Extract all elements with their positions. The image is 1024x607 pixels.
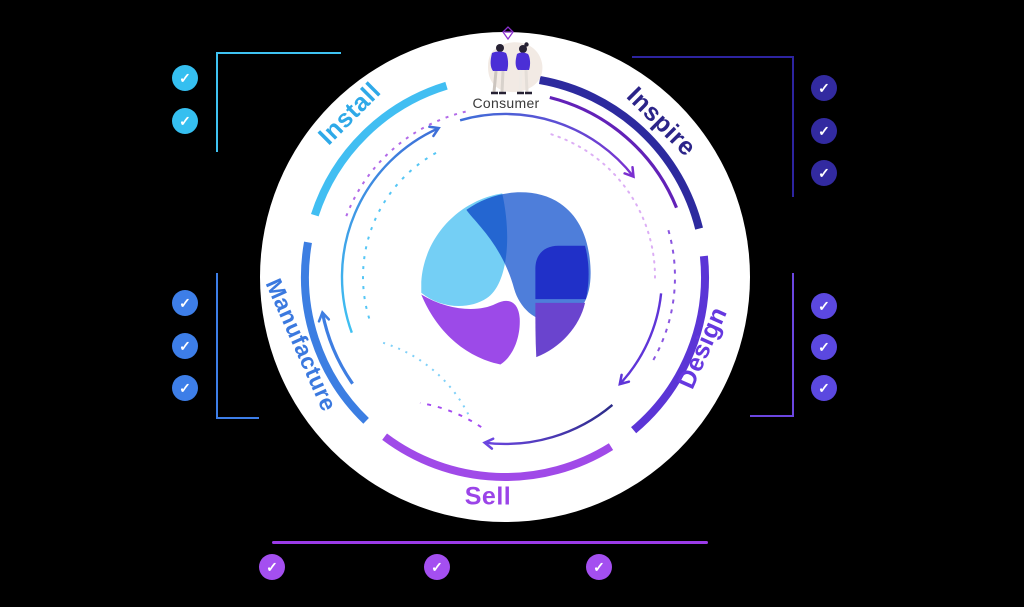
flow-arrow [623,165,635,179]
stage-arc-manufacture [300,241,369,424]
bracket-top-right [632,56,794,197]
stage-label-sell: Sell [464,482,512,511]
man-figure [490,44,509,95]
check-icon: ✓ [259,554,285,580]
check-icon: ✓ [172,333,198,359]
woman-figure [515,42,532,95]
check-icon: ✓ [172,375,198,401]
check-icon: ✓ [811,334,837,360]
flow-arrow [317,310,331,323]
check-icon: ✓ [811,160,837,186]
check-icon: ✓ [172,108,198,134]
inner-arcs [320,95,678,446]
stage-arc-install [310,81,448,217]
bracket-top-left [216,52,341,152]
check-icon: ✓ [811,293,837,319]
check-icon: ✓ [424,554,450,580]
center-logo [421,192,591,365]
flow-arrow [618,373,631,386]
bottom-divider-line [272,541,708,544]
stage-arcs [300,76,709,481]
check-icon: ✓ [811,375,837,401]
check-icon: ✓ [811,118,837,144]
consumer-label: Consumer [472,95,540,111]
flow-arrows [317,125,635,450]
consumer-illustration [488,26,543,95]
bracket-mid-right [750,273,794,417]
flow-arrow [482,437,495,450]
gem-icon [502,26,514,41]
check-icon: ✓ [586,554,612,580]
stage-arc-design [631,255,709,434]
bracket-mid-left [216,273,259,419]
check-icon: ✓ [172,65,198,91]
flow-arrow [428,125,441,138]
check-icon: ✓ [811,75,837,101]
check-icon: ✓ [172,290,198,316]
stage-arc-inspire [539,76,703,230]
stage-arc-sell [382,433,614,481]
